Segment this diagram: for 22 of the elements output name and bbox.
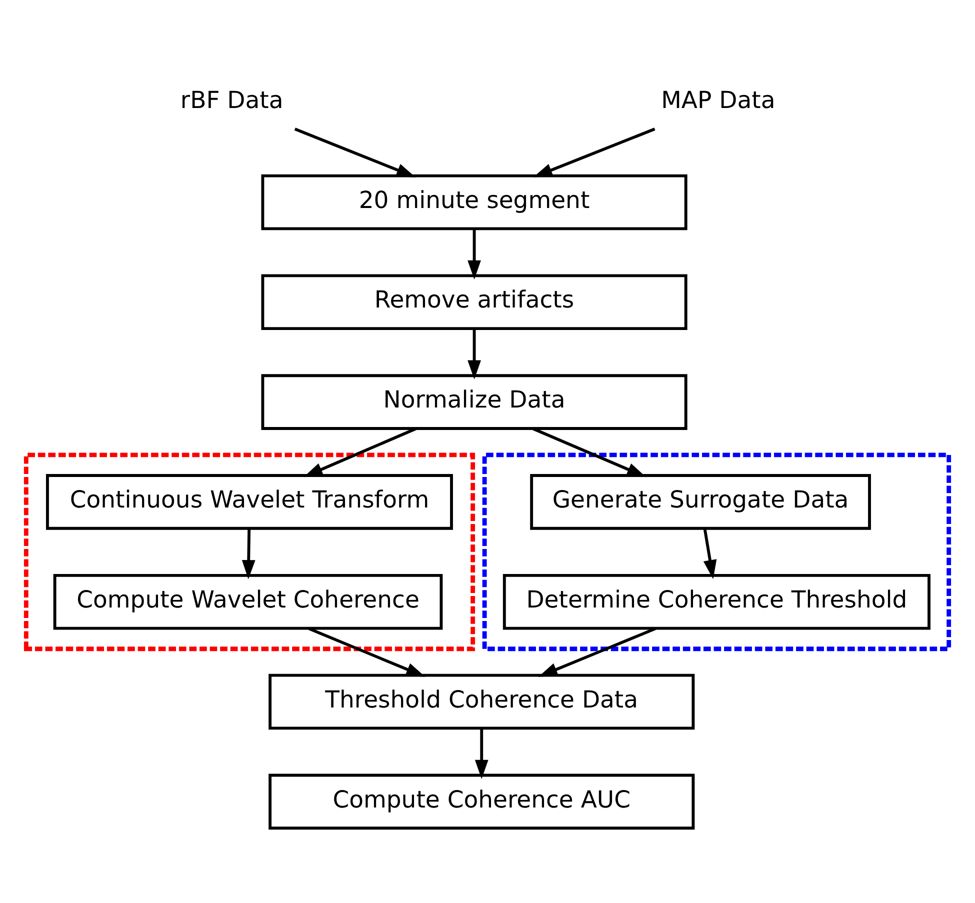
node-box: Remove artifacts bbox=[261, 274, 688, 330]
node-box: Determine Coherence Threshold bbox=[502, 573, 930, 630]
arrow bbox=[474, 728, 488, 779]
node-box: Compute Wavelet Coherence bbox=[53, 573, 443, 630]
arrow bbox=[468, 328, 481, 379]
arrow bbox=[242, 528, 256, 579]
node-box: Continuous Wavelet Transform bbox=[46, 474, 453, 530]
cluster bbox=[482, 452, 952, 651]
node-box: Threshold Coherence Data bbox=[268, 673, 695, 730]
node-box: 20 minute segment bbox=[261, 174, 688, 230]
arrow bbox=[703, 528, 717, 579]
arrow bbox=[533, 127, 656, 177]
arrow bbox=[304, 426, 416, 477]
node-text: MAP Data bbox=[661, 85, 776, 114]
cluster bbox=[24, 452, 476, 651]
node-box: Normalize Data bbox=[261, 374, 688, 430]
arrow bbox=[468, 228, 481, 279]
node-box: Compute Coherence AUC bbox=[268, 773, 695, 830]
arrow bbox=[294, 127, 416, 177]
arrow bbox=[532, 426, 646, 477]
node-box: Generate Surrogate Data bbox=[530, 474, 871, 530]
node-text: rBF Data bbox=[180, 85, 284, 114]
